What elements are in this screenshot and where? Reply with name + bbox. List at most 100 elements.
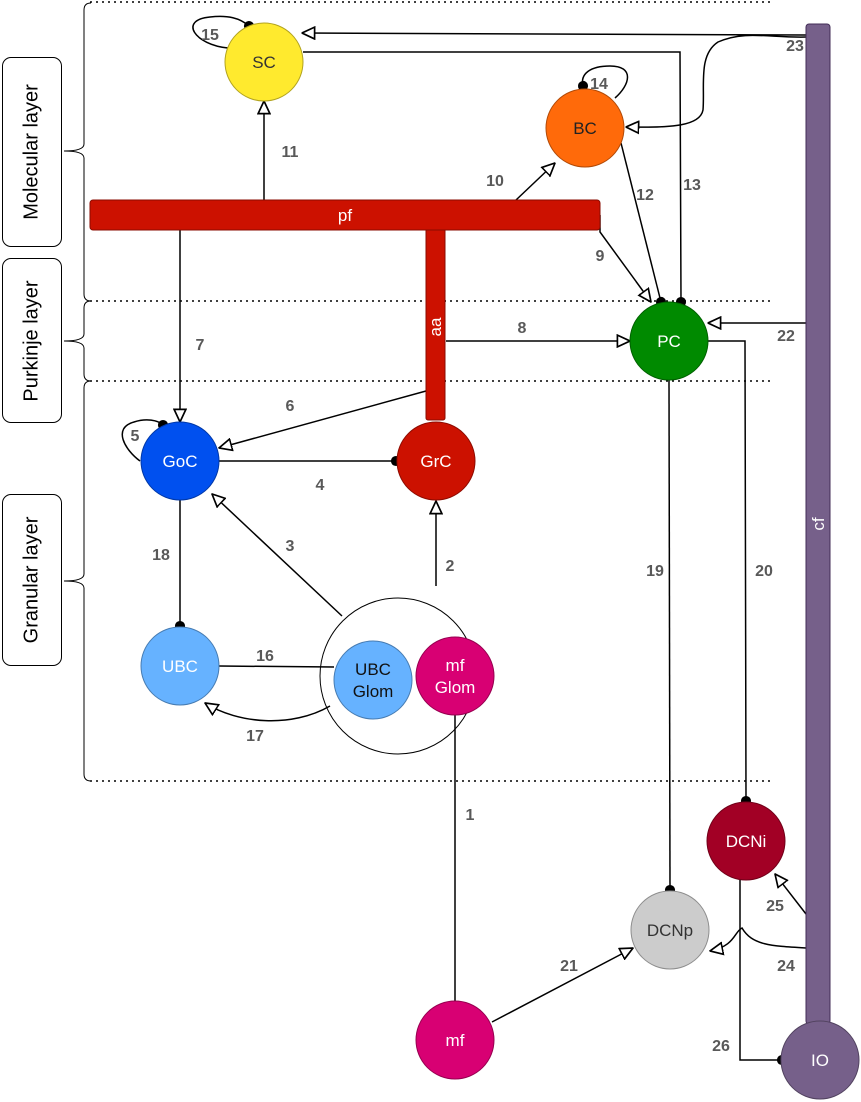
cf-label: cf — [809, 517, 828, 531]
edge-label-9: 9 — [596, 248, 605, 265]
node-grc-label: GrC — [420, 452, 451, 471]
node-sc-label: SC — [252, 53, 276, 72]
node-io-label: IO — [811, 1051, 829, 1070]
edge-label-3: 3 — [286, 538, 295, 555]
node-grc: GrC — [396, 421, 476, 501]
node-dcnp: DCNp — [630, 890, 710, 970]
edge-label-2: 2 — [446, 558, 455, 575]
layer-braces — [63, 2, 92, 782]
node-dcni-circle — [706, 801, 786, 881]
edge-label-15: 15 — [201, 27, 219, 44]
brace-purkinje — [63, 300, 92, 382]
edge-3 — [212, 494, 343, 617]
edge-label-21: 21 — [560, 958, 578, 975]
edge-label-26: 26 — [712, 1038, 730, 1055]
node-dcnp-circle — [630, 890, 710, 970]
node-dcni: DCNi — [706, 801, 786, 881]
edge-20 — [708, 340, 752, 807]
aa-label: aa — [426, 317, 445, 336]
cf-bar: cf — [805, 23, 831, 1025]
edge-label-6: 6 — [286, 398, 295, 415]
edge-label-19: 19 — [646, 563, 664, 580]
node-ubcglom: UBC Glom — [333, 640, 413, 720]
node-goc-label: GoC — [163, 452, 198, 471]
edge-16 — [218, 665, 335, 668]
node-bc: BC — [545, 88, 625, 168]
node-ubc-circle — [140, 626, 220, 706]
edge-label-13: 13 — [683, 177, 701, 194]
edge-17 — [205, 703, 331, 722]
edge-12 — [620, 142, 667, 308]
node-mfglom-label: Glom — [435, 678, 476, 697]
edge-15 — [192, 15, 255, 49]
node-ubc: UBC — [140, 626, 220, 706]
edge-label-17: 17 — [246, 728, 264, 745]
node-ubcglom-label: UBC — [355, 660, 391, 679]
node-bc-label: BC — [573, 119, 597, 138]
edge-10 — [515, 163, 555, 201]
brace-granular — [63, 380, 92, 782]
node-mf-circle — [415, 1000, 495, 1080]
edge-label-24: 24 — [777, 958, 795, 975]
edge-label-12: 12 — [636, 187, 654, 204]
edge-label-14: 14 — [590, 76, 608, 93]
node-sc: SC — [224, 22, 304, 102]
edge-26 — [739, 880, 788, 1066]
node-io-circle — [780, 1020, 860, 1100]
edge-14 — [577, 65, 629, 99]
connections — [121, 15, 807, 1066]
pf-label: pf — [338, 206, 352, 225]
edge-label-20: 20 — [755, 563, 773, 580]
layer-box-molecular: Molecular layer — [2, 57, 62, 247]
node-dcnp-label: DCNp — [647, 921, 693, 940]
node-mfglom-label: mf — [446, 656, 465, 675]
edge-24 — [710, 927, 807, 951]
edge-label-18: 18 — [152, 547, 170, 564]
node-bc-circle — [545, 88, 625, 168]
node-dcni-label: DCNi — [726, 832, 767, 851]
edge-21 — [491, 948, 633, 1023]
edge-19 — [664, 379, 676, 896]
node-grc-circle — [396, 421, 476, 501]
node-ubcglom-label: Glom — [353, 682, 394, 701]
node-ubcglom-circle — [333, 640, 413, 720]
edge-label-16: 16 — [256, 648, 274, 665]
pf-bar-rect — [89, 199, 601, 231]
edge-5 — [121, 419, 169, 462]
node-mf-label: mf — [446, 1031, 465, 1050]
edge-label-8: 8 — [518, 320, 527, 337]
edge-label-11: 11 — [282, 144, 299, 161]
node-sc-circle — [224, 22, 304, 102]
edge-label-22: 22 — [777, 328, 795, 345]
node-goc-circle — [140, 421, 220, 501]
edge-6 — [219, 390, 427, 448]
edge-label-4: 4 — [316, 477, 325, 494]
edge-label-1: 1 — [466, 807, 475, 824]
edge-label-10: 10 — [486, 173, 504, 190]
aa-bar: aa — [425, 221, 446, 421]
edge-25 — [775, 874, 807, 915]
node-pc: PC — [629, 301, 709, 381]
node-pc-label: PC — [657, 332, 681, 351]
brace-molecular — [63, 2, 92, 302]
edge-label-7: 7 — [196, 337, 205, 354]
node-mfglom-circle — [415, 636, 495, 716]
edge-label-5: 5 — [131, 428, 140, 445]
edge-23b — [626, 34, 807, 127]
edge-label-25: 25 — [766, 898, 784, 915]
layer-box-purkinje: Purkinje layer — [2, 258, 62, 423]
node-ubc-label: UBC — [162, 657, 198, 676]
node-mf: mf — [415, 1000, 495, 1080]
node-io: IO — [780, 1020, 860, 1100]
edge-13 — [303, 51, 687, 308]
node-pc-circle — [629, 301, 709, 381]
edge-9 — [599, 215, 651, 302]
layer-box-granular: Granular layer — [2, 494, 62, 666]
edge-23a — [302, 33, 807, 35]
pf-bar: pf — [89, 199, 601, 231]
node-goc: GoC — [140, 421, 220, 501]
